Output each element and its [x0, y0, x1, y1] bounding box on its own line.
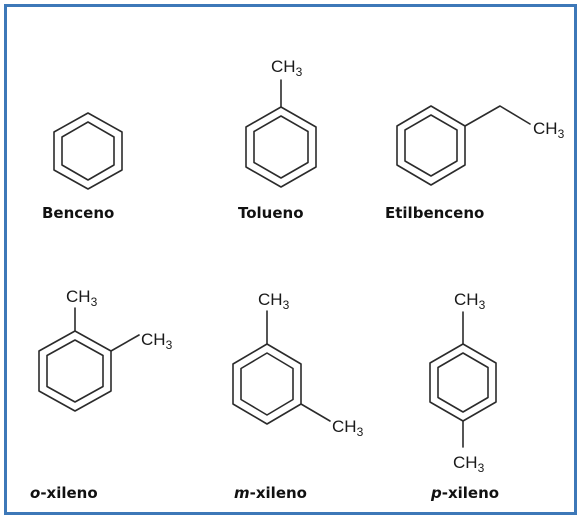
molecule-benceno	[53, 112, 123, 190]
benzene-inner-ring	[404, 114, 458, 177]
molecule-p-xileno	[429, 311, 497, 448]
diagram-frame	[4, 4, 577, 515]
molecule-m-xileno	[232, 310, 331, 425]
methyl-label-o-xileno-1: CH3	[66, 287, 98, 309]
molecule-tolueno	[245, 79, 317, 188]
methyl-label-p-xileno-1: CH3	[454, 290, 486, 312]
benzene-inner-ring	[240, 352, 294, 416]
benzene-inner-ring	[61, 121, 115, 181]
ethyl-bond	[464, 105, 531, 127]
benzene-ring	[429, 343, 497, 422]
label-tolueno: Tolueno	[238, 204, 304, 222]
benzene-inner-ring	[46, 339, 104, 403]
benzene-ring	[396, 105, 466, 186]
benzene-ring	[53, 112, 123, 190]
methyl-label-tolueno: CH3	[271, 57, 303, 79]
benzene-inner-ring	[253, 115, 309, 179]
methyl-label-etilbenceno: CH3	[533, 119, 565, 141]
label-etilbenceno: Etilbenceno	[385, 204, 484, 222]
benzene-inner-ring	[437, 352, 489, 413]
label-m-xileno: m-xileno	[234, 484, 307, 502]
methyl-label-o-xileno-2: CH3	[141, 330, 173, 352]
methyl-label-m-xileno-2: CH3	[332, 417, 364, 439]
methyl-label-m-xileno-1: CH3	[258, 290, 290, 312]
molecule-o-xileno	[38, 307, 140, 412]
methyl-label-p-xileno-2: CH3	[453, 453, 485, 475]
methyl-bond-2	[300, 403, 331, 422]
benzene-ring	[245, 106, 317, 188]
benzene-ring	[38, 330, 112, 412]
benzene-ring	[232, 343, 302, 425]
label-o-xileno: o-xileno	[30, 484, 98, 502]
molecule-etilbenceno	[396, 105, 531, 186]
label-benceno: Benceno	[42, 204, 114, 222]
label-p-xileno: p-xileno	[430, 484, 499, 502]
methyl-bond-2	[110, 334, 140, 352]
